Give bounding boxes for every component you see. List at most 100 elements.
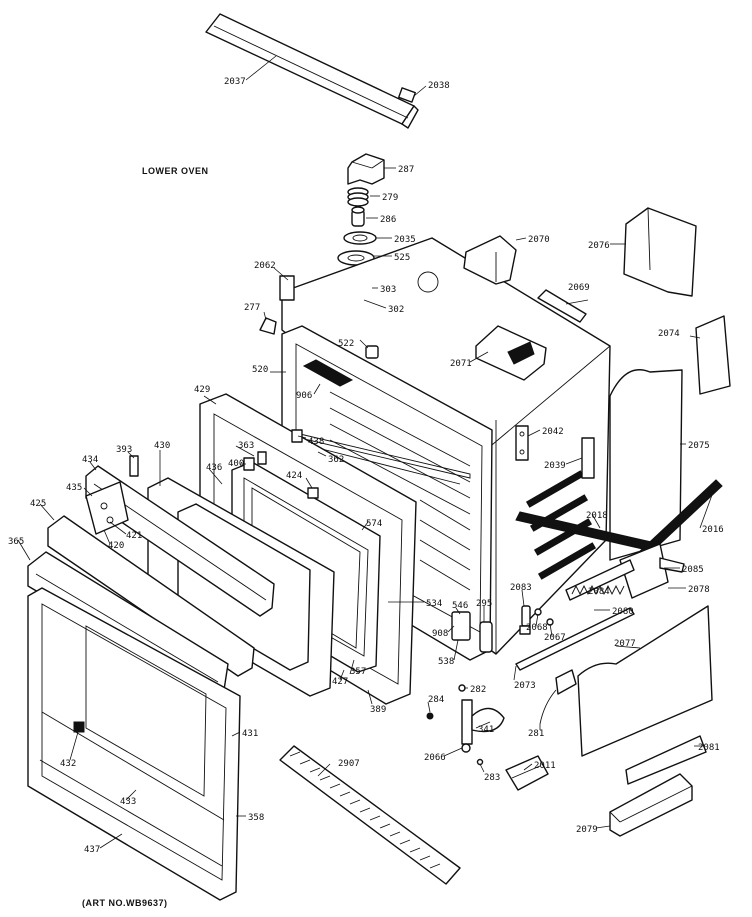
part-bracket-2011 (505, 755, 549, 791)
callout-2016: 2016 (702, 525, 724, 535)
callout-2085: 2085 (682, 565, 704, 575)
callout-525: 525 (394, 253, 410, 263)
callout-389: 389 (370, 705, 386, 715)
callout-363: 363 (238, 441, 254, 451)
part-bracket-2078 (619, 543, 685, 599)
part-side-panel-2075 (609, 369, 683, 561)
callout-421: 421 (126, 531, 142, 541)
part-bracket-2062 (279, 275, 295, 301)
part-hinge-2039 (581, 437, 595, 479)
callout-2076: 2076 (588, 241, 610, 251)
callout-2070: 2070 (528, 235, 550, 245)
part-bracket-287 (347, 153, 385, 185)
part-bracket-2071 (475, 325, 547, 381)
callout-2081: 2081 (698, 743, 720, 753)
callout-2077: 2077 (614, 639, 636, 649)
part-ring-2035 (343, 231, 377, 245)
callout-425: 425 (30, 499, 46, 509)
part-plate-2069 (537, 289, 587, 323)
part-bracket-281 (539, 669, 577, 725)
callout-341: 341 (478, 725, 494, 735)
callout-429: 429 (194, 385, 210, 395)
part-bottom-panel-2077 (577, 605, 713, 757)
callout-431: 431 (242, 729, 258, 739)
part-valve-341 (461, 699, 505, 753)
callout-434: 434 (82, 455, 98, 465)
callout-427: 427 (332, 677, 348, 687)
callout-2079: 2079 (576, 825, 598, 835)
part-outer-door-437 (27, 587, 241, 901)
callout-286: 286 (380, 215, 396, 225)
part-spring-279 (347, 187, 369, 207)
callout-2078: 2078 (688, 585, 710, 595)
callout-522: 522 (338, 339, 354, 349)
part-handle-425 (47, 515, 255, 677)
callout-303: 303 (380, 285, 396, 295)
callout-287: 287 (398, 165, 414, 175)
callout-277: 277 (244, 303, 260, 313)
part-clip-2083 (519, 605, 531, 635)
callout-2037: 2037 (224, 77, 246, 87)
callout-538: 538 (438, 657, 454, 667)
part-clip-393 (129, 455, 139, 477)
part-bracket-2070 (463, 235, 517, 285)
part-side-panel-2076 (623, 207, 697, 297)
callout-2038: 2038 (428, 81, 450, 91)
part-rail-2080 (515, 607, 635, 671)
callout-357: 357 (350, 667, 366, 677)
callout-282: 282 (470, 685, 486, 695)
callout-574: 574 (366, 519, 382, 529)
callout-2066: 2066 (424, 753, 446, 763)
part-clip-424 (307, 487, 319, 499)
callout-534: 534 (426, 599, 442, 609)
callout-437: 437 (84, 845, 100, 855)
callout-2071: 2071 (450, 359, 472, 369)
part-screw-284 (426, 712, 434, 720)
callout-295: 295 (476, 599, 492, 609)
callout-2074: 2074 (658, 329, 680, 339)
callout-2069: 2069 (568, 283, 590, 293)
callout-520: 520 (252, 365, 268, 375)
callout-424: 424 (286, 471, 302, 481)
part-screw-283 (476, 758, 484, 766)
callout-2084: 2084 (588, 587, 610, 597)
callout-283: 283 (484, 773, 500, 783)
callout-393: 393 (116, 445, 132, 455)
part-light-522 (365, 345, 379, 359)
part-latch-538 (451, 611, 471, 641)
callout-430: 430 (154, 441, 170, 451)
part-vent-grille-2907 (279, 745, 461, 885)
callout-2062: 2062 (254, 261, 276, 271)
callout-2011: 2011 (534, 761, 556, 771)
callout-2075: 2075 (688, 441, 710, 451)
callout-435: 435 (66, 483, 82, 493)
callout-436: 436 (206, 463, 222, 473)
callout-2073: 2073 (514, 681, 536, 691)
part-orifice-286 (351, 206, 365, 227)
part-bracket-295 (479, 621, 493, 653)
part-vent-trim-2037 (205, 13, 419, 129)
callout-433: 433 (120, 797, 136, 807)
callout-2080: 2080 (612, 607, 634, 617)
part-kick-plate-2081 (625, 735, 707, 785)
art-number: (ART NO.WB9637) (82, 898, 168, 908)
callout-546: 546 (452, 601, 468, 611)
part-handle-bracket-435 (85, 481, 129, 535)
callout-284: 284 (428, 695, 444, 705)
callout-2039: 2039 (544, 461, 566, 471)
part-clip-363 (257, 451, 267, 465)
part-clip-438 (291, 429, 303, 443)
callout-432: 432 (60, 759, 76, 769)
callout-365: 365 (8, 537, 24, 547)
callout-2042: 2042 (542, 427, 564, 437)
callout-2035: 2035 (394, 235, 416, 245)
callout-438: 438 (308, 437, 324, 447)
part-block-2079 (609, 773, 693, 837)
part-panel-2074 (695, 315, 731, 395)
callout-279: 279 (382, 193, 398, 203)
part-hinge-2042 (515, 425, 529, 461)
callout-362: 362 (328, 455, 344, 465)
callout-2083: 2083 (510, 583, 532, 593)
diagram-title: LOWER OVEN (142, 166, 209, 176)
